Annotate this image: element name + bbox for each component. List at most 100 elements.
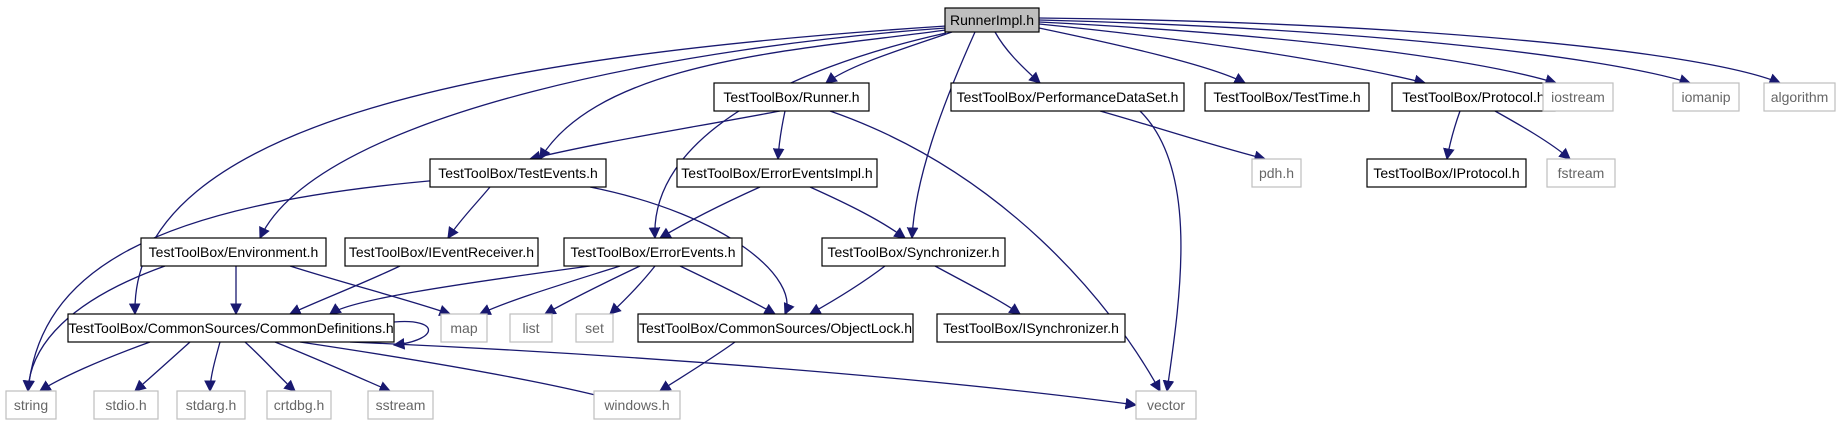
node-isynchronizer-h[interactable]: TestToolBox/ISynchronizer.h xyxy=(936,313,1126,343)
node-label: sstream xyxy=(376,397,426,413)
node-objectlock-h[interactable]: TestToolBox/CommonSources/ObjectLock.h xyxy=(637,313,914,343)
edge-runner-h-to-erroreventsimpl-h xyxy=(772,110,786,161)
node-windows-h: windows.h xyxy=(593,390,681,420)
node-box xyxy=(676,158,878,188)
node-box xyxy=(140,237,327,267)
edge-runnerimpl-h-to-algorithm xyxy=(1038,17,1782,85)
edge-ieventreceiver-h-to-commondefinitions-h xyxy=(288,265,401,315)
edge-testevents-h-to-objectlock-h xyxy=(589,186,795,316)
node-box xyxy=(93,390,159,420)
edge-runnerimpl-h-to-environment-h xyxy=(259,27,947,240)
node-box xyxy=(509,313,553,343)
node-box xyxy=(1391,82,1556,112)
edge-commondefinitions-h-to-sstream xyxy=(274,341,392,393)
node-testtime-h[interactable]: TestToolBox/TestTime.h xyxy=(1204,82,1370,112)
node-box xyxy=(821,237,1006,267)
node-label: iostream xyxy=(1551,89,1605,105)
edge-commondefinitions-h-to-windows-h xyxy=(299,341,617,403)
node-box xyxy=(713,82,870,112)
edge-environment-h-to-string xyxy=(22,265,166,393)
node-erroreventsimpl-h[interactable]: TestToolBox/ErrorEventsImpl.h xyxy=(676,158,878,188)
edge-protocol-h-to-fstream xyxy=(1494,110,1571,160)
node-synchronizer-h[interactable]: TestToolBox/Synchronizer.h xyxy=(821,237,1006,267)
node-label: vector xyxy=(1147,397,1185,413)
node-fstream: fstream xyxy=(1546,158,1616,188)
edge-runnerimpl-h-to-iomanip xyxy=(1038,19,1692,86)
node-set: set xyxy=(575,313,614,343)
node-box xyxy=(344,237,539,267)
node-commondefinitions-h[interactable]: TestToolBox/CommonSources/CommonDefiniti… xyxy=(67,313,395,343)
node-label: algorithm xyxy=(1771,89,1829,105)
edge-testevents-h-to-string xyxy=(23,179,441,393)
node-box xyxy=(1366,158,1527,188)
edge-protocol-h-to-iprotocol-h xyxy=(1443,110,1461,161)
node-label: TestToolBox/ErrorEvents.h xyxy=(571,244,736,260)
edges-layer xyxy=(22,17,1782,410)
node-box xyxy=(593,390,681,420)
node-label: TestToolBox/IEventReceiver.h xyxy=(349,244,534,260)
edge-performancedataset-h-to-pdh-h xyxy=(1099,110,1267,162)
node-string: string xyxy=(5,390,57,420)
edge-runnerimpl-h-to-performancedataset-h xyxy=(994,31,1041,84)
node-box xyxy=(1546,158,1616,188)
edge-commondefinitions-h-to-commondefinitions-h xyxy=(392,320,429,350)
node-box xyxy=(575,313,614,343)
node-box xyxy=(5,390,57,420)
node-label: crtdbg.h xyxy=(274,397,325,413)
node-runnerimpl-h[interactable]: RunnerImpl.h xyxy=(944,7,1040,33)
node-label: TestToolBox/PerformanceDataSet.h xyxy=(957,89,1179,105)
node-label: TestToolBox/Synchronizer.h xyxy=(828,244,1000,260)
node-ieventreceiver-h[interactable]: TestToolBox/IEventReceiver.h xyxy=(344,237,539,267)
node-box xyxy=(944,7,1040,33)
node-iprotocol-h[interactable]: TestToolBox/IProtocol.h xyxy=(1366,158,1527,188)
edge-errorevents-h-to-list xyxy=(543,265,641,315)
node-box xyxy=(440,313,488,343)
node-box xyxy=(367,390,434,420)
node-label: TestToolBox/IProtocol.h xyxy=(1373,165,1519,181)
node-stdarg-h: stdarg.h xyxy=(176,390,246,420)
node-label: windows.h xyxy=(603,397,669,413)
node-label: stdio.h xyxy=(105,397,146,413)
node-label: TestToolBox/CommonSources/CommonDefiniti… xyxy=(68,320,393,336)
node-runner-h[interactable]: TestToolBox/Runner.h xyxy=(713,82,870,112)
edge-environment-h-to-map xyxy=(289,265,452,317)
node-environment-h[interactable]: TestToolBox/Environment.h xyxy=(140,237,327,267)
edge-runnerimpl-h-to-protocol-h xyxy=(1038,23,1427,87)
node-iomanip: iomanip xyxy=(1672,82,1740,112)
edge-testevents-h-to-ieventreceiver-h xyxy=(447,186,491,239)
node-box xyxy=(67,313,395,343)
edge-errorevents-h-to-commondefinitions-h xyxy=(329,265,591,315)
node-errorevents-h[interactable]: TestToolBox/ErrorEvents.h xyxy=(563,237,743,267)
edge-runnerimpl-h-to-testevents-h xyxy=(539,29,947,160)
node-label: map xyxy=(450,320,477,336)
node-label: TestToolBox/Environment.h xyxy=(149,244,319,260)
edge-runner-h-to-testevents-h xyxy=(528,110,781,163)
edge-runnerimpl-h-to-iostream xyxy=(1038,21,1558,86)
node-box xyxy=(637,313,914,343)
edge-synchronizer-h-to-isynchronizer-h xyxy=(934,265,1021,315)
node-label: TestToolBox/ISynchronizer.h xyxy=(943,320,1119,336)
edge-runnerimpl-h-to-runner-h xyxy=(825,31,953,84)
node-pdh-h: pdh.h xyxy=(1251,158,1302,188)
edge-errorevents-h-to-map xyxy=(478,265,621,315)
node-box xyxy=(1672,82,1740,112)
node-vector: vector xyxy=(1135,390,1197,420)
node-performancedataset-h[interactable]: TestToolBox/PerformanceDataSet.h xyxy=(950,82,1185,112)
node-sstream: sstream xyxy=(367,390,434,420)
node-protocol-h[interactable]: TestToolBox/Protocol.h xyxy=(1391,82,1556,112)
node-algorithm: algorithm xyxy=(1763,82,1836,112)
node-map: map xyxy=(440,313,488,343)
node-testevents-h[interactable]: TestToolBox/TestEvents.h xyxy=(429,158,607,188)
node-label: TestToolBox/TestTime.h xyxy=(1213,89,1360,105)
node-box xyxy=(936,313,1126,343)
edge-runner-h-to-vector xyxy=(829,110,1161,393)
node-label: string xyxy=(14,397,48,413)
edge-commondefinitions-h-to-stdio-h xyxy=(134,341,191,392)
node-label: RunnerImpl.h xyxy=(950,12,1034,28)
edge-runnerimpl-h-to-errorevents-h xyxy=(648,32,947,240)
node-label: TestToolBox/ErrorEventsImpl.h xyxy=(681,165,872,181)
node-box xyxy=(176,390,246,420)
node-label: pdh.h xyxy=(1259,165,1294,181)
